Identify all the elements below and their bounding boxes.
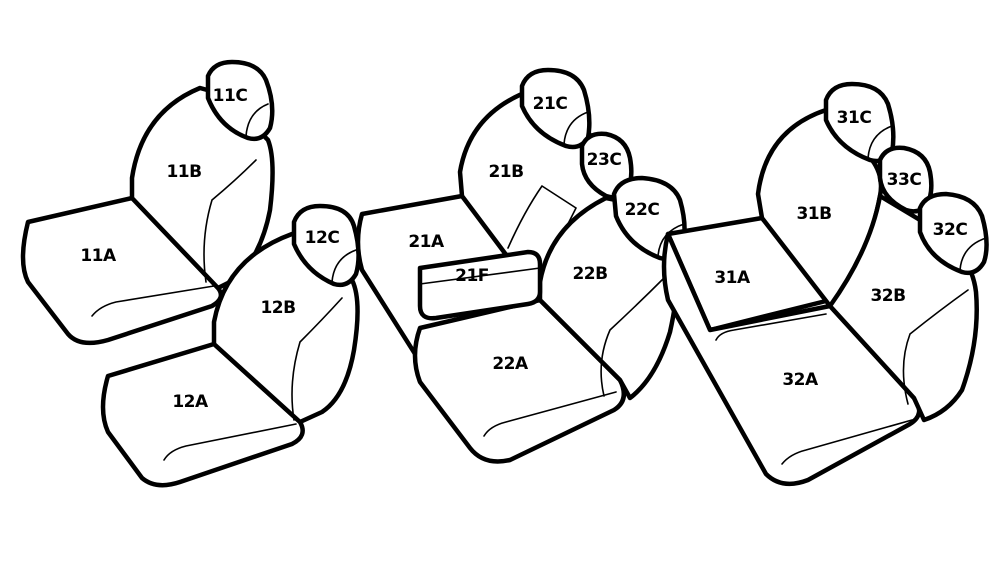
label-32b: 32B — [870, 286, 905, 306]
label-12b: 12B — [260, 298, 295, 318]
label-23c: 23C — [587, 150, 622, 170]
third-row-seat — [661, 81, 989, 487]
seat-33c-headrest — [877, 145, 934, 214]
label-11a: 11A — [80, 246, 117, 266]
label-11b: 11B — [166, 162, 201, 182]
seat-22a-cushion — [412, 297, 627, 464]
seat-31c-headrest — [823, 81, 896, 164]
label-31b: 31B — [796, 204, 831, 224]
label-33c: 33C — [887, 170, 922, 190]
label-32c: 32C — [933, 220, 968, 240]
label-11c: 11C — [213, 86, 248, 106]
label-12c: 12C — [305, 228, 340, 248]
second-row-seat — [355, 67, 687, 464]
label-22a: 22A — [492, 354, 529, 374]
label-32a: 32A — [782, 370, 819, 390]
label-31c: 31C — [837, 108, 872, 128]
seat-21c-headrest — [519, 67, 592, 150]
front-seat-11 — [20, 59, 275, 346]
label-21c: 21C — [533, 94, 568, 114]
label-21f: 21F — [455, 266, 489, 286]
label-12a: 12A — [172, 392, 209, 412]
front-seat-12 — [100, 203, 361, 488]
label-21b: 21B — [488, 162, 523, 182]
label-21a: 21A — [408, 232, 445, 252]
seat-11c-headrest — [205, 59, 275, 142]
seat-11b-backrest — [129, 85, 275, 291]
seat-21f-armrest — [417, 249, 543, 321]
seat-32c-headrest — [917, 191, 989, 276]
label-22c: 22C — [625, 200, 660, 220]
label-22b: 22B — [572, 264, 607, 284]
part-labels: 11C 11B 11A 12C 12B 12A 21C 21B 21A 21F … — [80, 86, 968, 412]
label-31a: 31A — [714, 268, 751, 288]
